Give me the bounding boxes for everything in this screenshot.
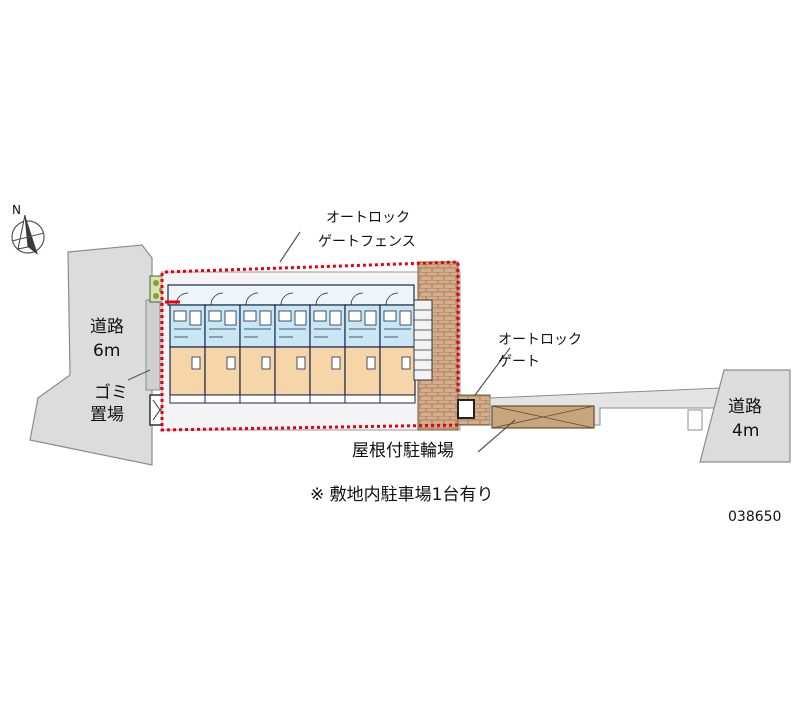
garbage-label-1: ゴミ — [94, 382, 128, 403]
fence-label-2: ゲートフェンス — [318, 234, 416, 250]
apartment-unit — [344, 292, 381, 404]
garbage-label-2: 置場 — [90, 405, 124, 425]
road-west-label-2: 6m — [93, 341, 120, 361]
bike-leader — [477, 419, 516, 453]
apartment-building — [169, 292, 416, 404]
bike-parking-label: 屋根付駐輪場 — [352, 441, 454, 461]
apartment-unit — [274, 292, 311, 404]
north-label: N — [12, 203, 21, 217]
auto-lock-fence — [160, 260, 460, 432]
property-code: 038650 — [728, 509, 781, 525]
parking-note: ※ 敷地内駐車場1台有り — [310, 485, 493, 505]
garbage-leader — [127, 369, 151, 381]
fence-leader — [279, 231, 301, 263]
upper-corridor — [167, 284, 415, 306]
apartment-unit — [239, 292, 276, 404]
road-west-label-1: 道路 — [90, 317, 124, 337]
road-east — [699, 369, 791, 463]
road-west — [29, 244, 153, 466]
road-east-label-1: 道路 — [728, 397, 762, 417]
apartment-unit — [204, 292, 241, 404]
apartment-unit — [309, 292, 346, 404]
apartment-unit — [379, 292, 416, 404]
north-arrow — [11, 214, 45, 255]
west-walkway — [145, 299, 161, 391]
road-east-label-2: 4m — [732, 421, 759, 441]
gate — [457, 399, 475, 419]
gate-leader — [474, 347, 511, 396]
gate-label-1: オートロック — [498, 332, 582, 348]
fence-label-1: オートロック — [326, 210, 410, 226]
gate-label-2: ゲート — [498, 354, 540, 370]
apartment-unit — [169, 292, 206, 404]
